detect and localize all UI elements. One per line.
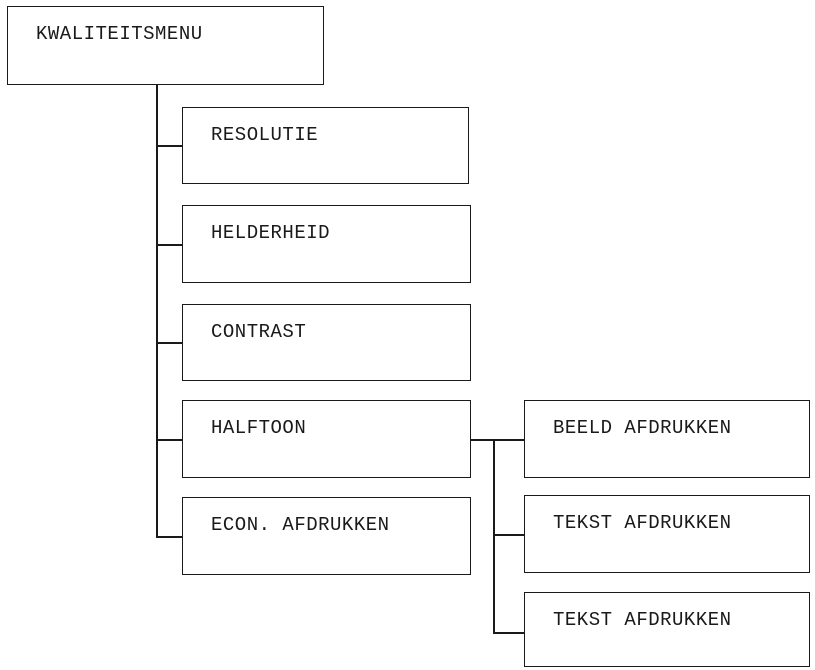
branch-line-econ <box>156 536 183 538</box>
menu-item-label: HELDERHEID <box>211 222 331 244</box>
option-label: BEELD AFDRUKKEN <box>553 417 732 439</box>
menu-item-resolutie: RESOLUTIE <box>182 107 469 184</box>
branch-line-tekst-afdrukken-1 <box>493 534 525 536</box>
menu-item-label: HALFTOON <box>211 417 307 439</box>
option-beeld-afdrukken: BEELD AFDRUKKEN <box>524 400 810 478</box>
branch-line-beeld-afdrukken <box>493 439 525 441</box>
branch-line-tekst-afdrukken-2 <box>493 632 525 634</box>
option-label: TEKST AFDRUKKEN <box>553 512 732 534</box>
root-menu-label: KWALITEITSMENU <box>36 23 203 45</box>
option-tekst-afdrukken-2: TEKST AFDRUKKEN <box>524 592 810 667</box>
menu-item-label: ECON. AFDRUKKEN <box>211 514 390 536</box>
menu-item-helderheid: HELDERHEID <box>182 205 471 283</box>
branch-line-resolutie <box>156 145 183 147</box>
option-label: TEKST AFDRUKKEN <box>553 609 732 631</box>
menu-item-econ-afdrukken: ECON. AFDRUKKEN <box>182 497 471 575</box>
menu-item-halftoon: HALFTOON <box>182 400 471 478</box>
menu-item-label: RESOLUTIE <box>211 124 319 146</box>
branch-line-contrast <box>156 342 183 344</box>
branch-line-halftoon <box>156 439 183 441</box>
branch-line-helderheid <box>156 244 183 246</box>
root-menu-box: KWALITEITSMENU <box>7 6 324 85</box>
option-tekst-afdrukken-1: TEKST AFDRUKKEN <box>524 495 810 573</box>
menu-item-label: CONTRAST <box>211 321 307 343</box>
main-trunk-line <box>156 84 158 537</box>
menu-item-contrast: CONTRAST <box>182 304 471 381</box>
sub-trunk-line <box>493 439 495 633</box>
